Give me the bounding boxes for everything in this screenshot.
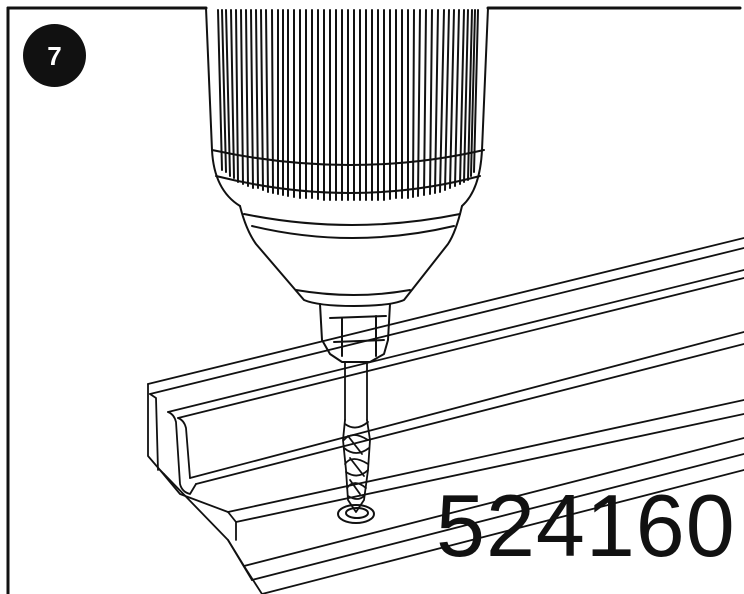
step-badge: 7: [23, 24, 86, 87]
aluminium-profile-icon: [147, 237, 744, 594]
step-number: 7: [47, 40, 62, 71]
panel-border: [6, 6, 742, 594]
drill-hole: [337, 504, 375, 524]
drill-icon: [205, 7, 489, 363]
drill-bit-icon: [342, 361, 371, 513]
part-number: 524160: [436, 476, 736, 575]
